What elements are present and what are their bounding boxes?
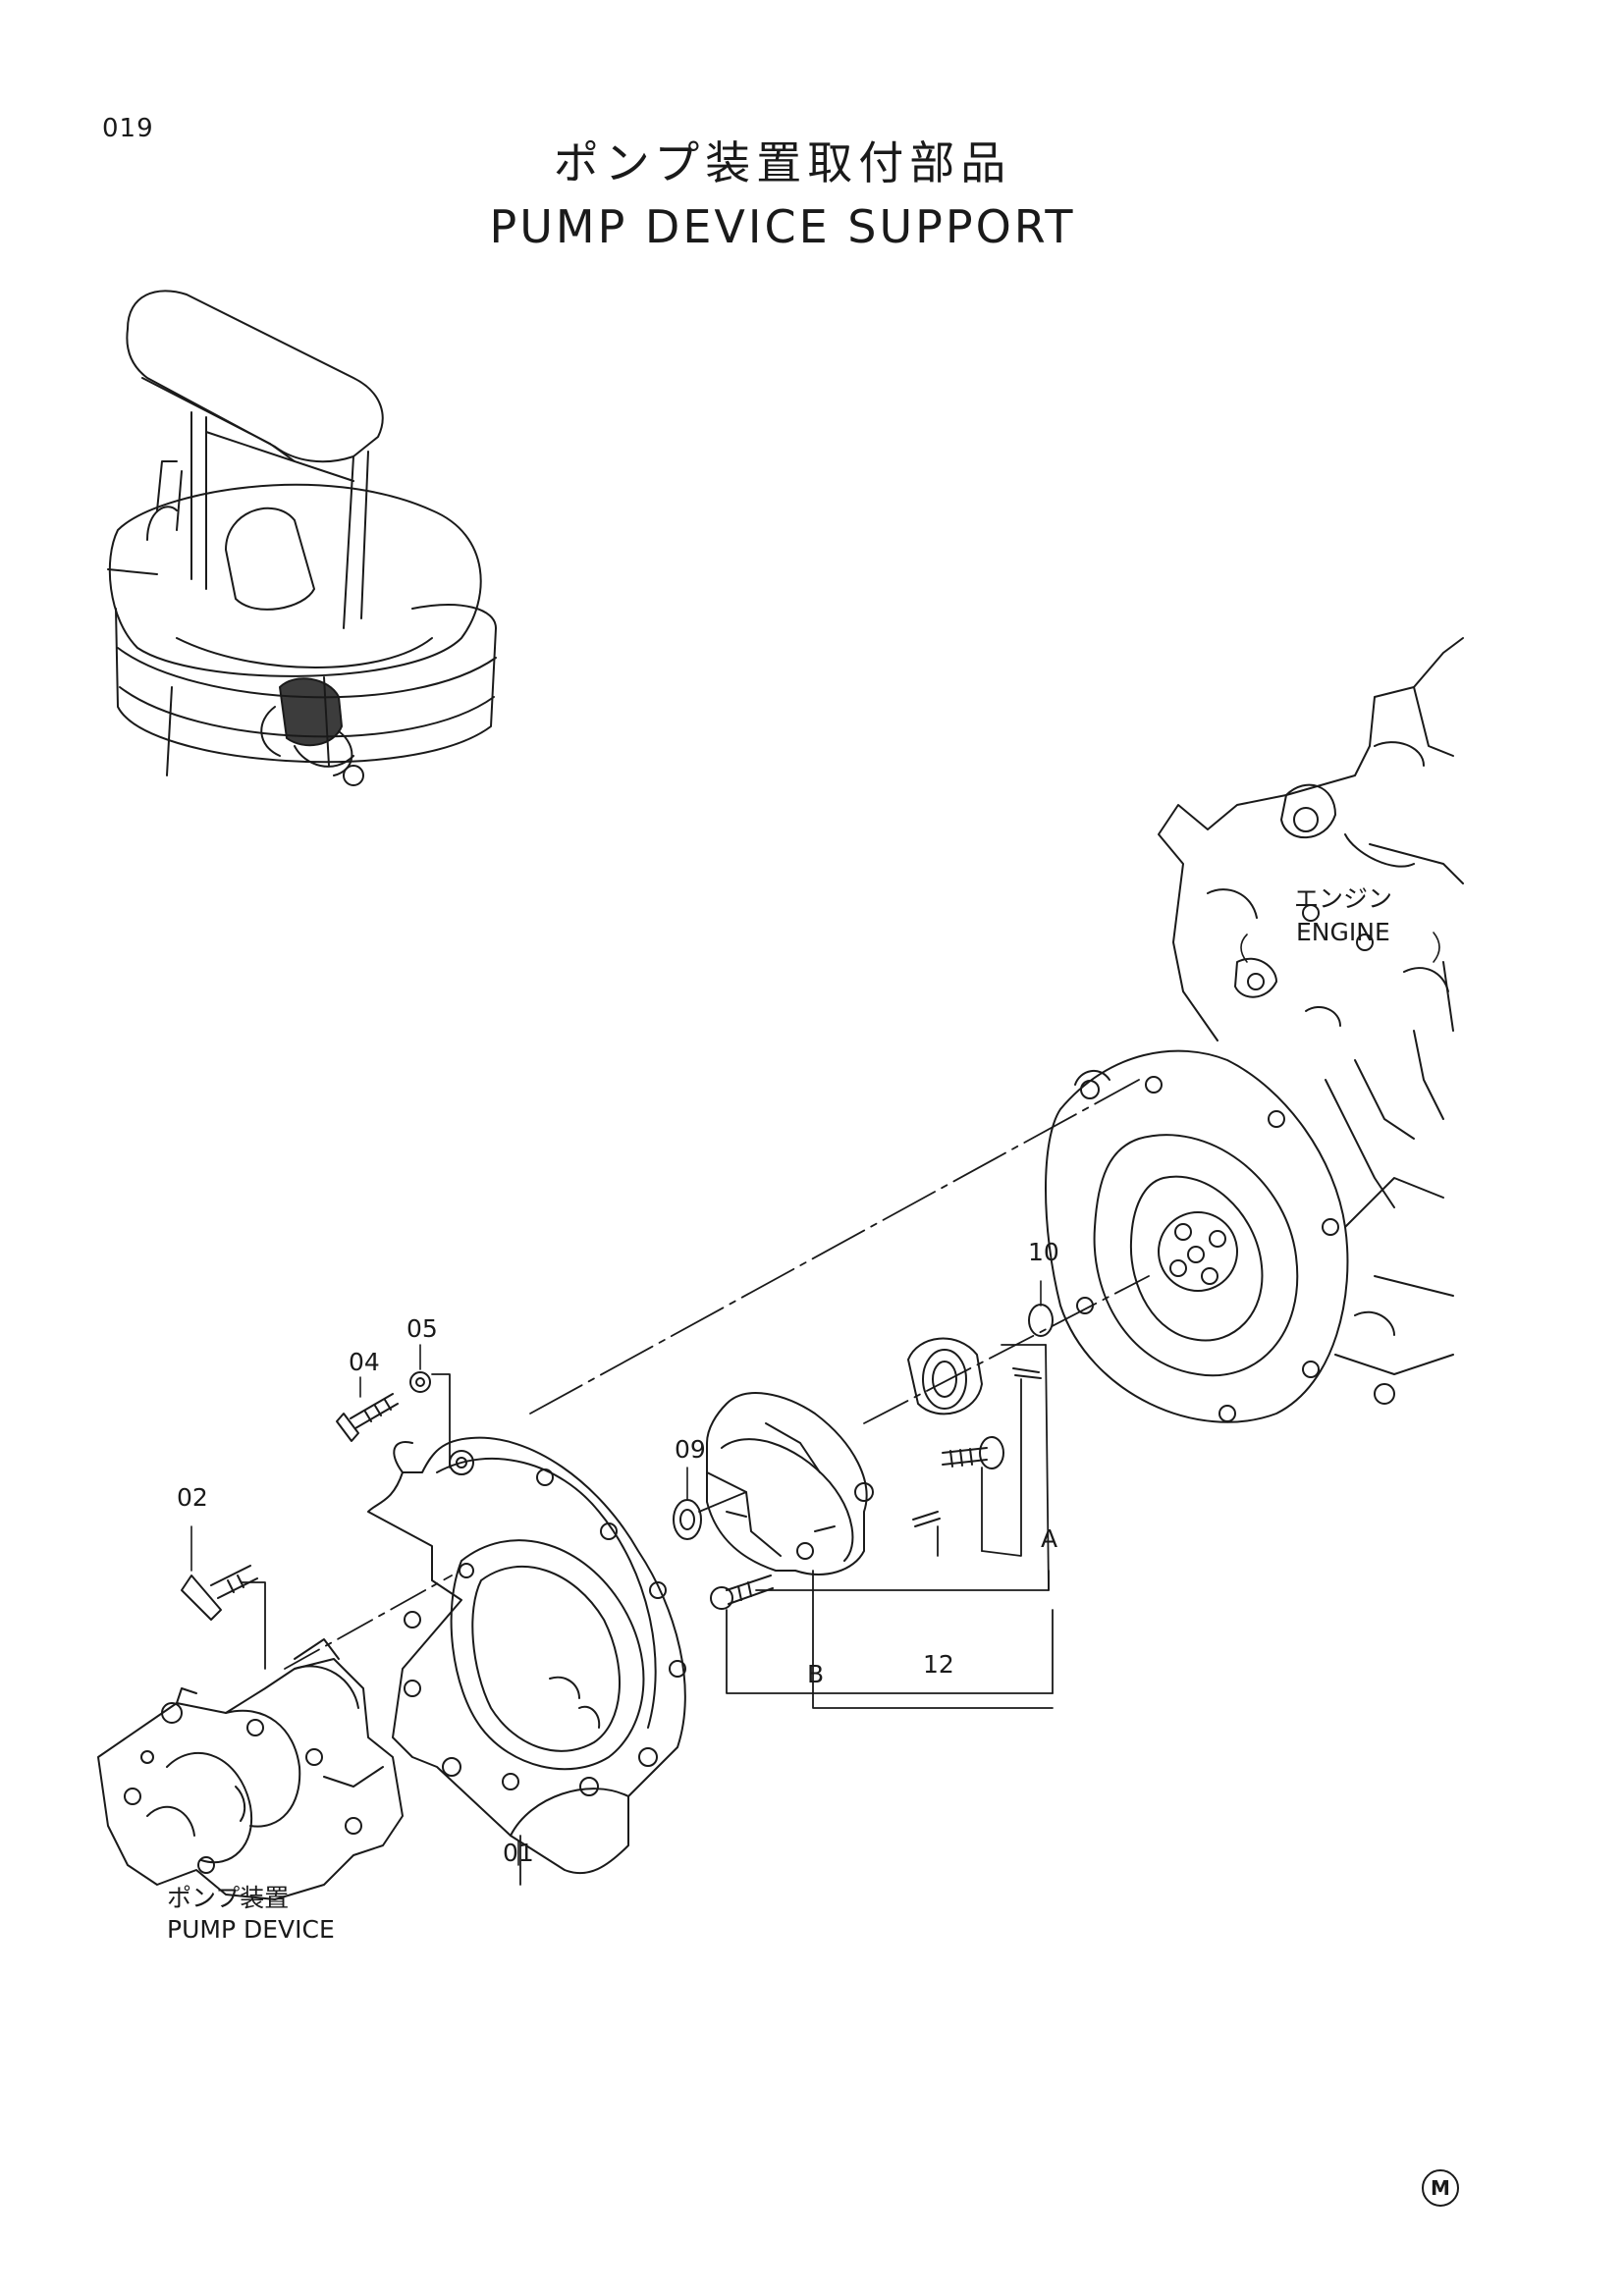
engine-label-japanese: エンジン xyxy=(1294,884,1393,913)
title-block: ポンプ装置取付部品 PUMP DEVICE SUPPORT xyxy=(0,128,1624,253)
page-number: 019 xyxy=(102,114,154,143)
callout-a: A xyxy=(1041,1524,1058,1553)
manufacturer-mark: M xyxy=(1422,2169,1459,2207)
pump-label-japanese: ポンプ装置 xyxy=(167,1884,290,1912)
pump-device-illustration xyxy=(97,1638,404,1900)
callout-01: 01 xyxy=(503,1839,534,1867)
machine-overview-illustration xyxy=(107,290,497,786)
coupling-part xyxy=(706,1392,874,1575)
page-title-english: PUMP DEVICE SUPPORT xyxy=(489,200,1076,253)
small-parts xyxy=(181,1304,1054,1621)
callout-leaders xyxy=(190,1280,1042,1866)
bell-housing-part xyxy=(367,1436,686,1875)
pump-label-english: PUMP DEVICE xyxy=(167,1915,335,1944)
callout-05: 05 xyxy=(406,1314,438,1343)
assembly-leader-lines xyxy=(241,1079,1150,1886)
callout-b: B xyxy=(807,1660,825,1688)
engine-label-english: ENGINE xyxy=(1296,918,1390,946)
callout-02: 02 xyxy=(177,1483,208,1512)
engine-label-bracket xyxy=(1240,932,1440,963)
callout-09: 09 xyxy=(675,1435,706,1464)
coupling-hub-part xyxy=(907,1337,983,1415)
callout-12: 12 xyxy=(923,1650,954,1679)
callout-04: 04 xyxy=(349,1348,380,1376)
callout-10: 10 xyxy=(1028,1238,1059,1266)
engine-illustration xyxy=(1045,637,1464,1423)
page-title-japanese: ポンプ装置取付部品 xyxy=(553,136,1012,189)
